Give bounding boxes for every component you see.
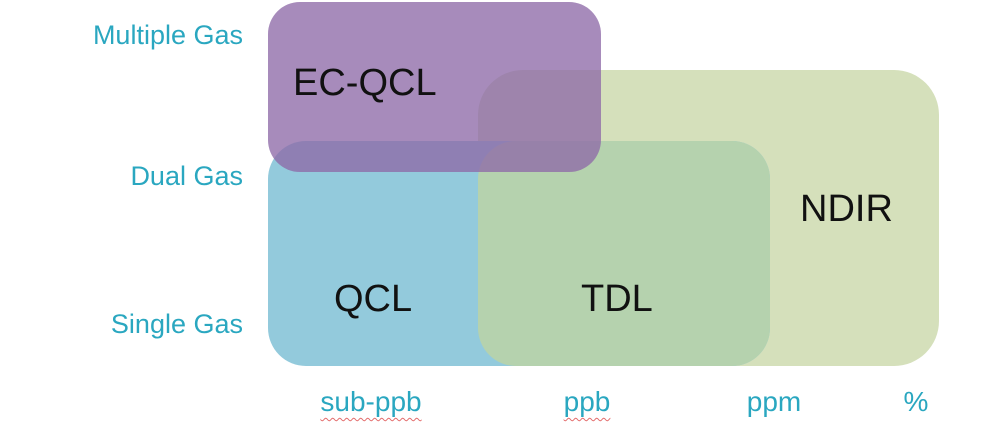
y-label-multiple-gas: Multiple Gas xyxy=(92,20,243,50)
x-label-ppb: ppb xyxy=(563,386,611,417)
y-label-single-gas: Single Gas xyxy=(110,309,243,339)
x-label-ppm: ppm xyxy=(746,386,802,417)
qcl-label: QCL xyxy=(334,278,413,320)
ec-qcl-region xyxy=(268,2,601,172)
x-label-percent: % xyxy=(903,386,929,417)
tdl-label: TDL xyxy=(581,278,653,320)
y-label-dual-gas: Dual Gas xyxy=(130,161,243,191)
ndir-label: NDIR xyxy=(800,188,893,230)
ec-qcl-label: EC-QCL xyxy=(293,62,437,104)
tdl-region xyxy=(478,141,770,366)
x-label-sub-ppb: sub-ppb xyxy=(320,386,422,417)
